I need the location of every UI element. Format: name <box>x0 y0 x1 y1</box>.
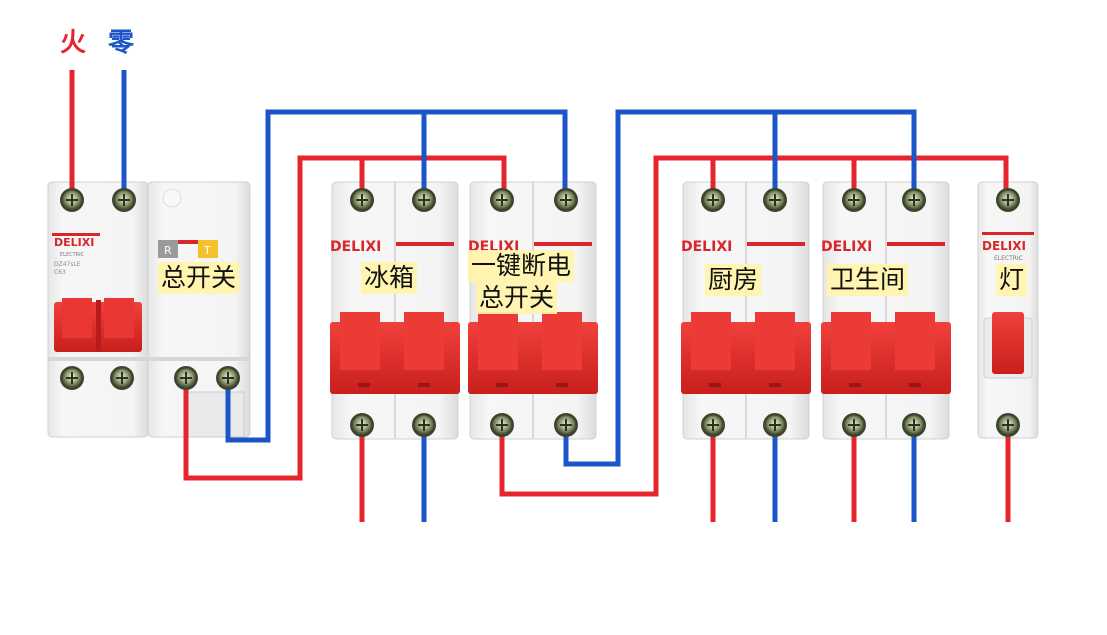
bathroom-breaker-handle-left <box>831 312 871 370</box>
fridge-breaker-slot-left <box>358 383 370 387</box>
bathroom-breaker-slot-left <box>849 383 861 387</box>
main-breaker-test-r-label: R <box>164 244 172 257</box>
screws <box>60 188 1020 437</box>
main-breaker-test-t-label: T <box>203 244 211 257</box>
fridge-breaker-handle-right <box>404 312 444 370</box>
live-legend-label: 火 <box>60 28 87 58</box>
fridge-breaker-red-bar <box>396 242 454 246</box>
main-breaker-screw-2 <box>60 366 84 390</box>
onekey-breaker-slot-left <box>496 383 508 387</box>
bathroom-breaker-slot-right <box>909 383 921 387</box>
bottom-screw-0 <box>350 413 374 437</box>
main-neutral-bus <box>225 109 568 443</box>
fridge-breaker-slot-right <box>418 383 430 387</box>
top-screw-6 <box>842 188 866 212</box>
branch-live-bus <box>499 155 1009 497</box>
onekey-label-line2: 总开关 <box>476 282 558 314</box>
bathroom-breaker-seam <box>885 182 887 439</box>
main-breaker-screw-3 <box>110 366 134 390</box>
light-label: 灯 <box>996 264 1028 296</box>
bottom-screw-5 <box>763 413 787 437</box>
onekey-breaker-slot-right <box>556 383 568 387</box>
bottom-screw-3 <box>554 413 578 437</box>
light-breaker-handle <box>992 312 1024 374</box>
kitchen-breaker-slot-right <box>769 383 781 387</box>
light-breaker-brand-bar <box>982 232 1034 235</box>
top-screw-3 <box>554 188 578 212</box>
top-screw-0 <box>350 188 374 212</box>
branch-neutral-bus <box>563 109 917 467</box>
main-breaker-rating: C63 <box>54 269 66 276</box>
bathroom-breaker-red-bar <box>887 242 945 246</box>
light-breaker-body <box>977 181 1039 439</box>
main-breaker-test-t <box>198 240 218 258</box>
fridge-breaker-seam <box>394 182 396 439</box>
main-breaker-screw-5 <box>216 366 240 390</box>
kitchen-breaker-red-bar <box>747 242 805 246</box>
main-breaker-clip <box>187 391 245 438</box>
main-breaker-brand-bar <box>52 233 100 236</box>
bottom-screw-1 <box>412 413 436 437</box>
onekey-breaker-handle-left <box>478 312 518 370</box>
bathroom-breaker-handle-right <box>895 312 935 370</box>
bathroom-breaker: DELIXI <box>821 181 951 440</box>
bottom-screw-6 <box>842 413 866 437</box>
bottom-screw-2 <box>490 413 514 437</box>
onekey-breaker-red-bar <box>534 242 592 246</box>
fridge-breaker-brand: DELIXI <box>330 239 381 255</box>
top-screw-2 <box>490 188 514 212</box>
top-screw-7 <box>902 188 926 212</box>
main-breaker-model: DZ47sLE <box>54 261 81 268</box>
kitchen-breaker: DELIXI <box>681 181 811 440</box>
fridge-label: 冰箱 <box>361 262 418 294</box>
main-breaker-sub: ELECTRIC <box>60 252 85 258</box>
top-screw-5 <box>763 188 787 212</box>
light-breaker: DELIXI ELECTRIC <box>977 181 1039 439</box>
kitchen-breaker-handle-right <box>755 312 795 370</box>
main-breaker-indicator <box>162 188 182 208</box>
main-breaker-test-r <box>158 240 178 258</box>
kitchen-breaker-slot-left <box>709 383 721 387</box>
kitchen-breaker-seam <box>745 182 747 439</box>
neutral-legend-label: 零 <box>108 28 135 58</box>
light-breaker-sub: ELECTRIC <box>994 255 1023 262</box>
light-bottom-screw <box>996 413 1020 437</box>
bathroom-label: 卫生间 <box>827 264 909 296</box>
bathroom-breaker-brand: DELIXI <box>821 239 872 255</box>
light-breaker-brand: DELIXI <box>982 239 1026 253</box>
kitchen-label: 厨房 <box>705 264 762 296</box>
main-live-bus <box>183 155 507 481</box>
top-screw-1 <box>412 188 436 212</box>
fridge-breaker: DELIXI <box>330 181 460 440</box>
main-breaker-screw-1 <box>112 188 136 212</box>
onekey-label-line1: 一键断电 <box>468 250 575 282</box>
onekey-breaker-handle-right <box>542 312 582 370</box>
bottom-screw-4 <box>701 413 725 437</box>
wires <box>69 70 1011 522</box>
main-breaker-screw-4 <box>174 366 198 390</box>
top-screw-4 <box>701 188 725 212</box>
kitchen-breaker-handle-left <box>691 312 731 370</box>
main-breaker-handle <box>54 298 142 352</box>
main-breaker-brand: DELIXI <box>54 236 94 249</box>
fridge-breaker-handle-left <box>340 312 380 370</box>
main-breaker-screw-0 <box>60 188 84 212</box>
main-breaker-red-bar <box>160 240 208 244</box>
main-breaker: DELIXI ELECTRIC DZ47sLE C63 R T <box>47 181 251 438</box>
kitchen-breaker-brand: DELIXI <box>681 239 732 255</box>
main-breaker-divider <box>48 357 250 361</box>
light-top-screw <box>996 188 1020 212</box>
bottom-screw-7 <box>902 413 926 437</box>
main-switch-label: 总开关 <box>158 262 240 294</box>
